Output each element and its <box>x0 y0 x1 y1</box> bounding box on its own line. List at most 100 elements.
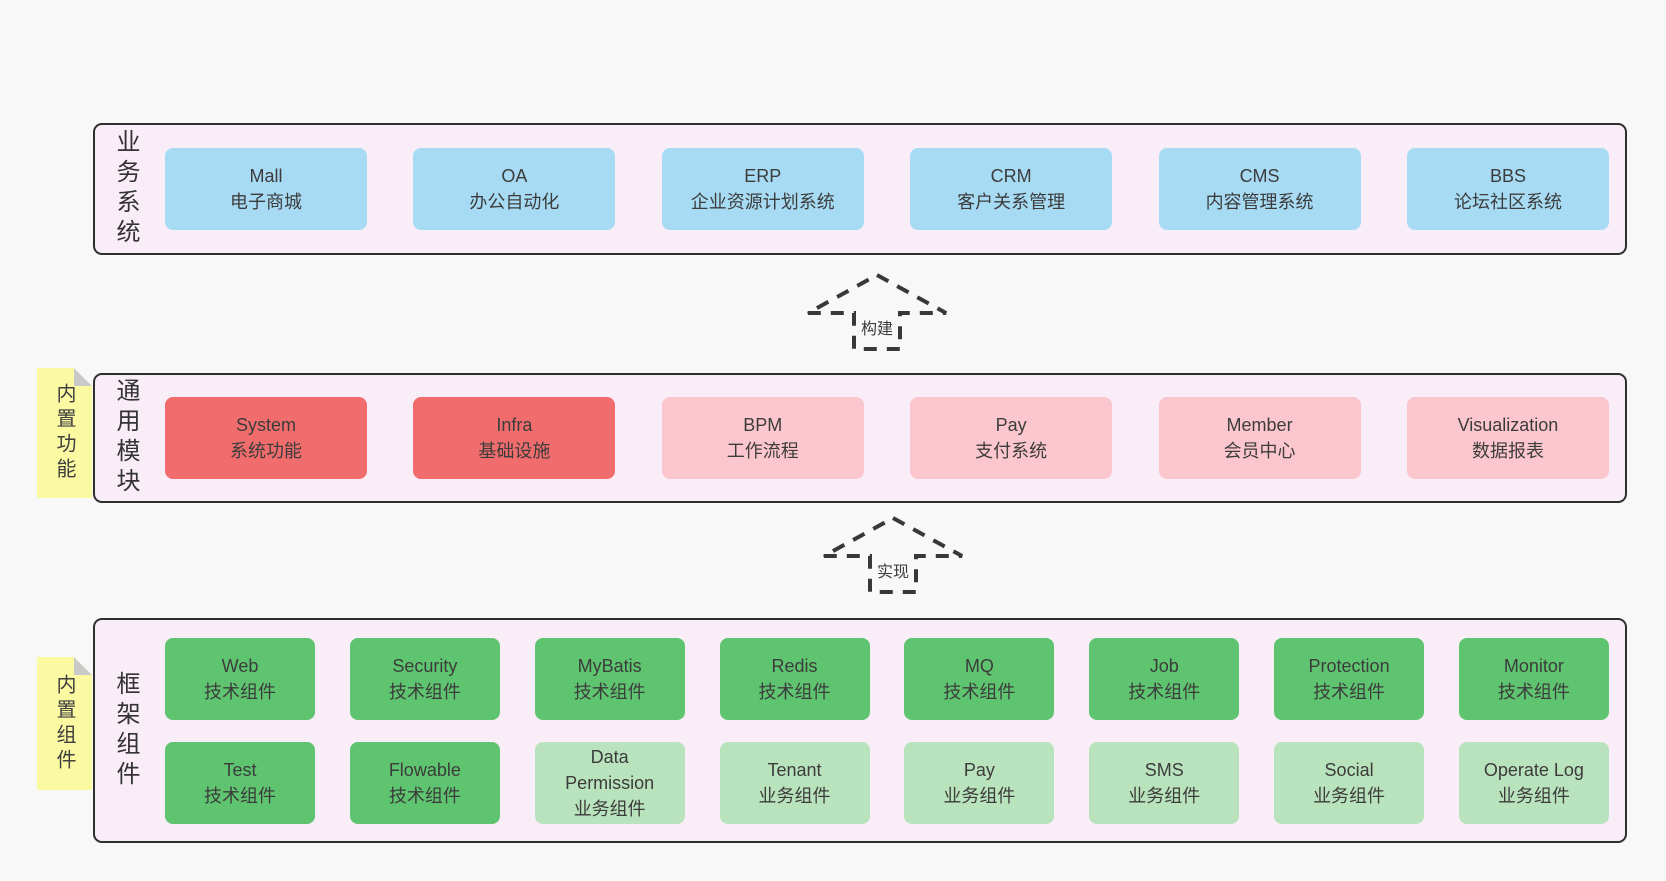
module-box: Visualization 数据报表 <box>1406 397 1609 479</box>
module-subtitle: 业务组件 <box>1128 785 1201 806</box>
module-subtitle: 业务组件 <box>1497 785 1570 806</box>
module-box: Protection 技术组件 <box>1274 637 1425 720</box>
module-title: Operate Log <box>1483 759 1584 780</box>
framework-components-box-row-1: Web 技术组件 Security 技术组件 MyBatis 技术组件 <box>165 637 1609 720</box>
module-title: CRM <box>990 166 1032 186</box>
module-title: Redis <box>771 655 818 676</box>
module-box: Job 技术组件 <box>1089 637 1240 720</box>
module-subtitle: 技术组件 <box>1128 681 1201 702</box>
section-label-common-modules: 通用模块 <box>112 378 139 498</box>
module-box: Redis 技术组件 <box>719 637 870 720</box>
module-box: OA 办公自动化 <box>413 148 616 230</box>
module-title: OA <box>501 166 528 186</box>
module-box: Pay 支付系统 <box>910 397 1113 479</box>
module-title: CMS <box>1239 166 1280 186</box>
module-box: Infra 基础设施 <box>413 397 616 479</box>
module-subtitle: 技术组件 <box>573 681 646 702</box>
module-box: Flowable 技术组件 <box>349 741 500 824</box>
framework-components-box-row-2: Test 技术组件 Flowable 技术组件 Data Permission … <box>165 741 1609 824</box>
module-title: Protection <box>1308 655 1390 676</box>
module-box: Web 技术组件 <box>165 637 315 720</box>
module-subtitle: 内容管理系统 <box>1205 192 1314 212</box>
module-title: Pay <box>963 759 995 780</box>
section-label-framework-components: 框架组件 <box>112 670 139 791</box>
module-title: SMS <box>1144 759 1184 780</box>
module-box: Tenant 业务组件 <box>719 741 870 824</box>
implement-arrow: 实现 <box>821 515 965 595</box>
module-subtitle: 论坛社区系统 <box>1453 192 1562 212</box>
module-box: System 系统功能 <box>165 397 367 479</box>
module-subtitle: 技术组件 <box>1313 681 1386 702</box>
section-label-business-systems: 业务系统 <box>112 129 139 249</box>
sticky-note-label: 内置功能 <box>53 383 75 483</box>
module-box: Mall 电子商城 <box>165 148 367 230</box>
framework-components-rows: Web 技术组件 Security 技术组件 MyBatis 技术组件 <box>165 637 1609 824</box>
implement-arrow-label: 实现 <box>871 558 915 582</box>
module-subtitle: 技术组件 <box>758 681 831 702</box>
module-box: MQ 技术组件 <box>904 637 1055 720</box>
module-title: Monitor <box>1503 655 1564 676</box>
module-subtitle: 办公自动化 <box>469 192 560 212</box>
module-box: CRM 客户关系管理 <box>910 148 1113 230</box>
module-title: BBS <box>1489 166 1526 186</box>
module-title: Data Permission <box>565 746 655 793</box>
block-arrow-up-icon <box>823 515 963 594</box>
module-subtitle: 业务组件 <box>943 785 1016 806</box>
module-box: Data Permission 业务组件 <box>534 741 685 824</box>
module-title: Pay <box>995 415 1027 435</box>
module-title: Member <box>1226 415 1293 435</box>
module-subtitle: 业务组件 <box>758 785 831 806</box>
module-title: BPM <box>743 415 783 435</box>
module-subtitle: 基础设施 <box>478 441 551 461</box>
module-subtitle: 技术组件 <box>388 785 461 806</box>
module-title: Web <box>221 655 259 676</box>
module-title: Job <box>1149 655 1179 676</box>
module-box: MyBatis 技术组件 <box>534 637 685 720</box>
build-arrow: 构建 <box>805 272 949 352</box>
module-box: Security 技术组件 <box>349 637 500 720</box>
module-box: CMS 内容管理系统 <box>1158 148 1361 230</box>
module-box: ERP 企业资源计划系统 <box>661 148 864 230</box>
folded-corner-icon <box>74 657 92 675</box>
module-title: Test <box>223 759 257 780</box>
section-common-modules: 通用模块 System 系统功能 Infra 基础设施 BPM 工作流程 <box>93 373 1627 503</box>
build-arrow-label: 构建 <box>855 315 899 339</box>
sticky-note-builtin-components: 内置组件 <box>37 657 92 790</box>
module-title: Flowable <box>388 759 461 780</box>
module-box: Pay 业务组件 <box>904 741 1055 824</box>
module-subtitle: 会员中心 <box>1223 441 1296 461</box>
module-subtitle: 客户关系管理 <box>957 192 1066 212</box>
block-arrow-up-icon <box>807 272 947 351</box>
module-box: Monitor 技术组件 <box>1458 637 1609 720</box>
module-title: Tenant <box>767 759 822 780</box>
module-subtitle: 技术组件 <box>204 681 276 702</box>
module-subtitle: 技术组件 <box>204 785 276 806</box>
section-business-systems: 业务系统 Mall 电子商城 OA 办公自动化 ERP 企业资源计划系统 <box>93 123 1627 255</box>
module-title: MyBatis <box>577 655 642 676</box>
module-title: Mall <box>249 166 283 186</box>
module-title: Infra <box>496 415 533 435</box>
business-systems-box-row: Mall 电子商城 OA 办公自动化 ERP 企业资源计划系统 CRM 客户关系… <box>165 148 1609 230</box>
module-subtitle: 业务组件 <box>1313 785 1386 806</box>
module-subtitle: 技术组件 <box>388 681 461 702</box>
module-title: Visualization <box>1457 415 1559 435</box>
module-title: Security <box>392 655 458 676</box>
sticky-note-label: 内置组件 <box>53 673 75 774</box>
section-framework-components: 框架组件 Web 技术组件 Security 技术组件 MyBatis <box>93 618 1627 843</box>
module-subtitle: 企业资源计划系统 <box>690 192 835 212</box>
module-box: Operate Log 业务组件 <box>1458 741 1609 824</box>
module-title: MQ <box>964 655 994 676</box>
module-box: Social 业务组件 <box>1274 741 1425 824</box>
module-subtitle: 业务组件 <box>573 798 646 819</box>
module-subtitle: 系统功能 <box>230 441 302 461</box>
module-subtitle: 数据报表 <box>1471 441 1544 461</box>
module-box: Member 会员中心 <box>1158 397 1361 479</box>
folded-corner-icon <box>74 368 92 386</box>
module-box: BPM 工作流程 <box>661 397 864 479</box>
module-box: Test 技术组件 <box>165 741 315 824</box>
sticky-note-builtin-features: 内置功能 <box>37 368 92 498</box>
module-subtitle: 技术组件 <box>1497 681 1570 702</box>
module-subtitle: 支付系统 <box>975 441 1048 461</box>
module-box: SMS 业务组件 <box>1089 741 1240 824</box>
